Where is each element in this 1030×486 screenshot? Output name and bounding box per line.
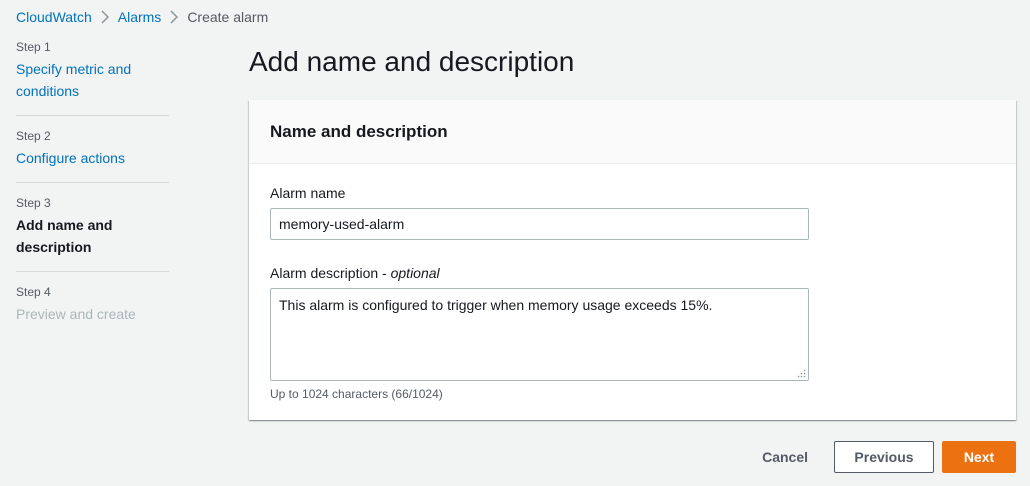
step-4: Step 4 Preview and create [16,272,169,338]
chevron-right-icon [94,10,116,24]
alarm-description-label: Alarm description - optional [270,264,995,282]
wizard-actions: Cancel Previous Next [742,441,1016,473]
alarm-name-input[interactable] [270,208,809,240]
step-number: Step 1 [16,40,51,54]
breadcrumb-cloudwatch-link[interactable]: CloudWatch [16,9,92,25]
name-description-panel: Name and description Alarm name Alarm de… [249,100,1016,420]
previous-button[interactable]: Previous [834,441,934,473]
step-number: Step 2 [16,129,51,143]
optional-tag: optional [390,265,440,281]
step-3: Step 3 Add name and description [16,183,169,272]
cancel-button[interactable]: Cancel [742,441,828,473]
panel-title: Name and description [270,122,448,141]
character-count: Up to 1024 characters (66/1024) [270,387,443,401]
page-title: Add name and description [249,46,575,77]
step-2: Step 2 Configure actions [16,116,169,183]
panel-header: Name and description [249,100,1016,164]
step-2-link[interactable]: Configure actions [16,150,125,166]
step-number: Step 4 [16,285,51,299]
breadcrumb: CloudWatch Alarms Create alarm [16,8,268,26]
step-1: Step 1 Specify metric and conditions [16,40,169,116]
label-separator: - [378,265,391,281]
chevron-right-icon [163,10,185,24]
step-1-link[interactable]: Specify metric and conditions [16,61,132,99]
breadcrumb-current: Create alarm [187,9,269,25]
step-number: Step 3 [16,196,51,210]
wizard-steps: Step 1 Specify metric and conditions Ste… [16,40,169,338]
alarm-description-textarea[interactable]: This alarm is configured to trigger when… [270,288,809,381]
step-3-current: Add name and description [16,217,113,255]
alarm-description-label-text: Alarm description [270,265,379,281]
alarm-name-label: Alarm name [270,185,346,201]
step-4-disabled: Preview and create [16,306,136,322]
breadcrumb-alarms-link[interactable]: Alarms [117,9,162,25]
panel-body: Alarm name Alarm description - optional … [249,164,1016,401]
alarm-description-wrapper: This alarm is configured to trigger when… [270,288,809,381]
next-button[interactable]: Next [942,441,1016,473]
resize-handle-icon[interactable] [797,369,806,378]
